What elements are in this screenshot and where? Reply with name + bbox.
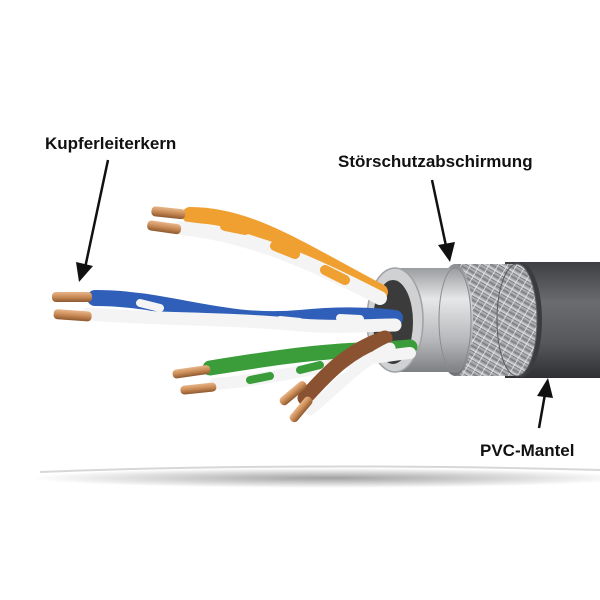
arrow-core (76, 160, 108, 282)
arrow-jacket (537, 378, 553, 428)
wire-pair-blue (52, 292, 395, 326)
cable-shadow (30, 468, 600, 488)
label-copper-core: Kupferleiterkern (45, 134, 176, 154)
arrow-shield (432, 180, 455, 262)
label-pvc-jacket: PVC-Mantel (480, 441, 574, 461)
label-shielding: Störschutzabschirmung (338, 152, 533, 172)
wire-pair-orange (147, 206, 380, 298)
